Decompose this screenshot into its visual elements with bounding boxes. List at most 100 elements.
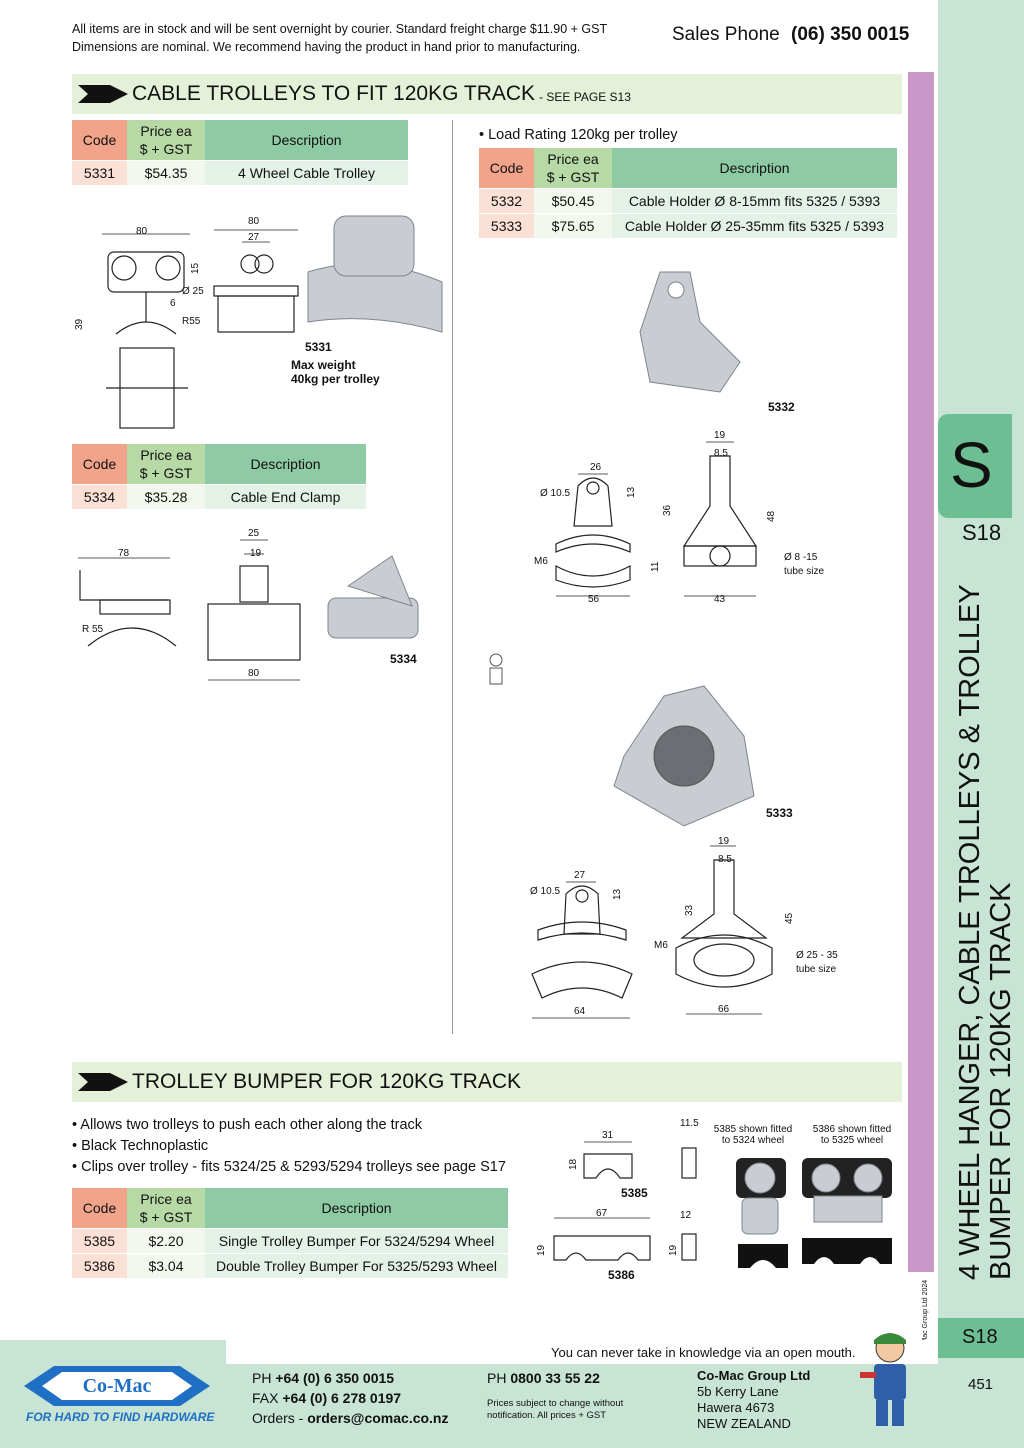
photo-bumpers-fitted (736, 1158, 892, 1268)
table-row[interactable]: 5331 $54.35 4 Wheel Cable Trolley (72, 160, 408, 185)
contact-block: PH +64 (0) 6 350 0015 FAX +64 (0) 6 278 … (252, 1370, 449, 1426)
svg-text:19: 19 (718, 836, 730, 847)
col-price: Price ea$ + GST (127, 444, 205, 485)
stock-notice: All items are in stock and will be sent … (72, 20, 607, 56)
drawing-5331: 80 Ø 25 6 R55 39 80 27 15 (74, 215, 443, 429)
svg-text:78: 78 (118, 548, 130, 559)
col-price: Price ea$ + GST (127, 1188, 205, 1229)
cell-code: 5333 (479, 213, 534, 238)
product-table-bumpers: Code Price ea$ + GST Description 5385 $2… (72, 1188, 508, 1278)
svg-text:45: 45 (784, 912, 795, 924)
svg-text:13: 13 (612, 888, 623, 900)
svg-text:33: 33 (684, 904, 695, 916)
cell-price: $2.20 (127, 1228, 205, 1254)
column-divider (452, 120, 453, 1034)
table-row[interactable]: 5385 $2.20 Single Trolley Bumper For 532… (72, 1228, 508, 1254)
cell-description: Cable End Clamp (205, 484, 366, 509)
freephone: PH 0800 33 55 22 (487, 1370, 600, 1386)
product-table-5331: Code Price ea$ + GST Description 5331 $5… (72, 120, 408, 185)
svg-text:11.5: 11.5 (680, 1118, 699, 1129)
list-item: • Black Technoplastic (72, 1138, 209, 1154)
dim-text: 80 (136, 226, 148, 237)
vertical-title-line-2: BUMPER FOR 120KG TRACK (985, 882, 1017, 1280)
cell-description: Cable Holder Ø 25-35mm fits 5325 / 5393 (612, 213, 897, 238)
svg-text:19: 19 (668, 1244, 679, 1256)
cell-code: 5385 (72, 1228, 127, 1254)
phone[interactable]: +64 (0) 6 350 0015 (275, 1370, 395, 1386)
mascot-icon (489, 653, 503, 685)
svg-text:11: 11 (650, 561, 661, 572)
svg-text:36: 36 (662, 504, 673, 516)
cell-price: $54.35 (127, 160, 205, 185)
svg-text:Ø 8 -15: Ø 8 -15 (784, 552, 818, 563)
svg-text:67: 67 (596, 1208, 608, 1219)
purple-stripe (908, 72, 934, 1272)
svg-text:Ø 10.5: Ø 10.5 (540, 488, 570, 499)
logo-text: Co-Mac (83, 1375, 152, 1397)
label-5385: 5385 (621, 1186, 648, 1200)
product-table-cable-holders: Code Price ea$ + GST Description 5332 $5… (479, 148, 897, 238)
svg-text:Ø 25: Ø 25 (182, 286, 204, 297)
table-row[interactable]: 5334 $35.28 Cable End Clamp (72, 484, 366, 509)
table-row[interactable]: 5332 $50.45 Cable Holder Ø 8-15mm fits 5… (479, 188, 897, 214)
bottom-page-code: S18 (962, 1326, 998, 1348)
svg-text:80: 80 (248, 668, 260, 679)
svg-text:13: 13 (626, 486, 637, 498)
cell-code: 5332 (479, 188, 534, 214)
cell-code: 5331 (72, 160, 127, 185)
svg-text:66: 66 (718, 1004, 730, 1015)
col-price: Price ea$ + GST (127, 120, 205, 161)
address: Co-Mac Group Ltd 5b Kerry Lane Hawera 46… (697, 1368, 811, 1431)
cell-price: $75.65 (534, 213, 612, 238)
sales-phone-number[interactable]: (06) 350 0015 (791, 24, 910, 45)
cell-description: Single Trolley Bumper For 5324/5294 Whee… (205, 1228, 508, 1254)
vertical-title-line-1: 4 WHEEL HANGER, CABLE TROLLEYS & TROLLEY (954, 584, 986, 1280)
svg-text:12: 12 (680, 1210, 692, 1221)
orders-email[interactable]: orders@comac.co.nz (307, 1410, 449, 1426)
svg-text:27: 27 (574, 870, 586, 881)
svg-text:43: 43 (714, 594, 726, 605)
col-code: Code (72, 120, 127, 161)
svg-text:tube size: tube size (796, 964, 836, 975)
col-description: Description (612, 148, 897, 189)
table-row[interactable]: 5333 $75.65 Cable Holder Ø 25-35mm fits … (479, 213, 897, 238)
cell-code: 5386 (72, 1253, 127, 1278)
notice-line-1: All items are in stock and will be sent … (72, 22, 608, 36)
svg-text:56: 56 (588, 594, 600, 605)
cell-price: $35.28 (127, 484, 205, 509)
svg-text:R 55: R 55 (82, 624, 104, 635)
svg-text:18: 18 (568, 1158, 579, 1170)
section-tab (938, 414, 1012, 518)
vertical-title: 4 WHEEL HANGER, CABLE TROLLEYS & TROLLEY… (954, 584, 1017, 1280)
section-heading-cable-trolleys: CABLE TROLLEYS TO FIT 120KG TRACK - SEE … (72, 74, 902, 114)
svg-text:27: 27 (248, 232, 260, 243)
cell-price: $50.45 (534, 188, 612, 214)
table-row[interactable]: 5386 $3.04 Double Trolley Bumper For 532… (72, 1253, 508, 1278)
fax: +64 (0) 6 278 0197 (282, 1390, 402, 1406)
label-5334: 5334 (390, 652, 417, 666)
list-item: • Allows two trolleys to push each other… (72, 1117, 423, 1133)
svg-text:39: 39 (74, 318, 85, 330)
section-title: TROLLEY BUMPER FOR 120KG TRACK (132, 1070, 522, 1093)
comac-logo[interactable]: Co-Mac (24, 1364, 210, 1408)
svg-text:19: 19 (714, 430, 726, 441)
col-description: Description (205, 1188, 508, 1229)
side-page-code: S18 (962, 520, 1002, 545)
label-5332: 5332 (768, 400, 795, 414)
col-description: Description (205, 120, 408, 161)
svg-text:Ø 25 - 35: Ø 25 - 35 (796, 950, 838, 961)
label-5386: 5386 (608, 1268, 635, 1282)
photo-5333 (613, 685, 755, 827)
svg-text:26: 26 (590, 462, 602, 473)
svg-text:64: 64 (574, 1006, 586, 1017)
svg-text:M6: M6 (654, 940, 668, 951)
tagline: FOR HARD TO FIND HARDWARE (26, 1410, 215, 1424)
drawing-5332: 19 8.5 26 Ø 10.5 13 M6 56 36 48 11 Ø 8 -… (534, 430, 824, 605)
section-title: CABLE TROLLEYS TO FIT 120KG TRACK (132, 82, 536, 105)
side-bar (938, 0, 1024, 1448)
freephone-number[interactable]: 0800 33 55 22 (510, 1370, 600, 1386)
bottom-tab (938, 1318, 1024, 1358)
svg-text:19: 19 (250, 548, 262, 559)
